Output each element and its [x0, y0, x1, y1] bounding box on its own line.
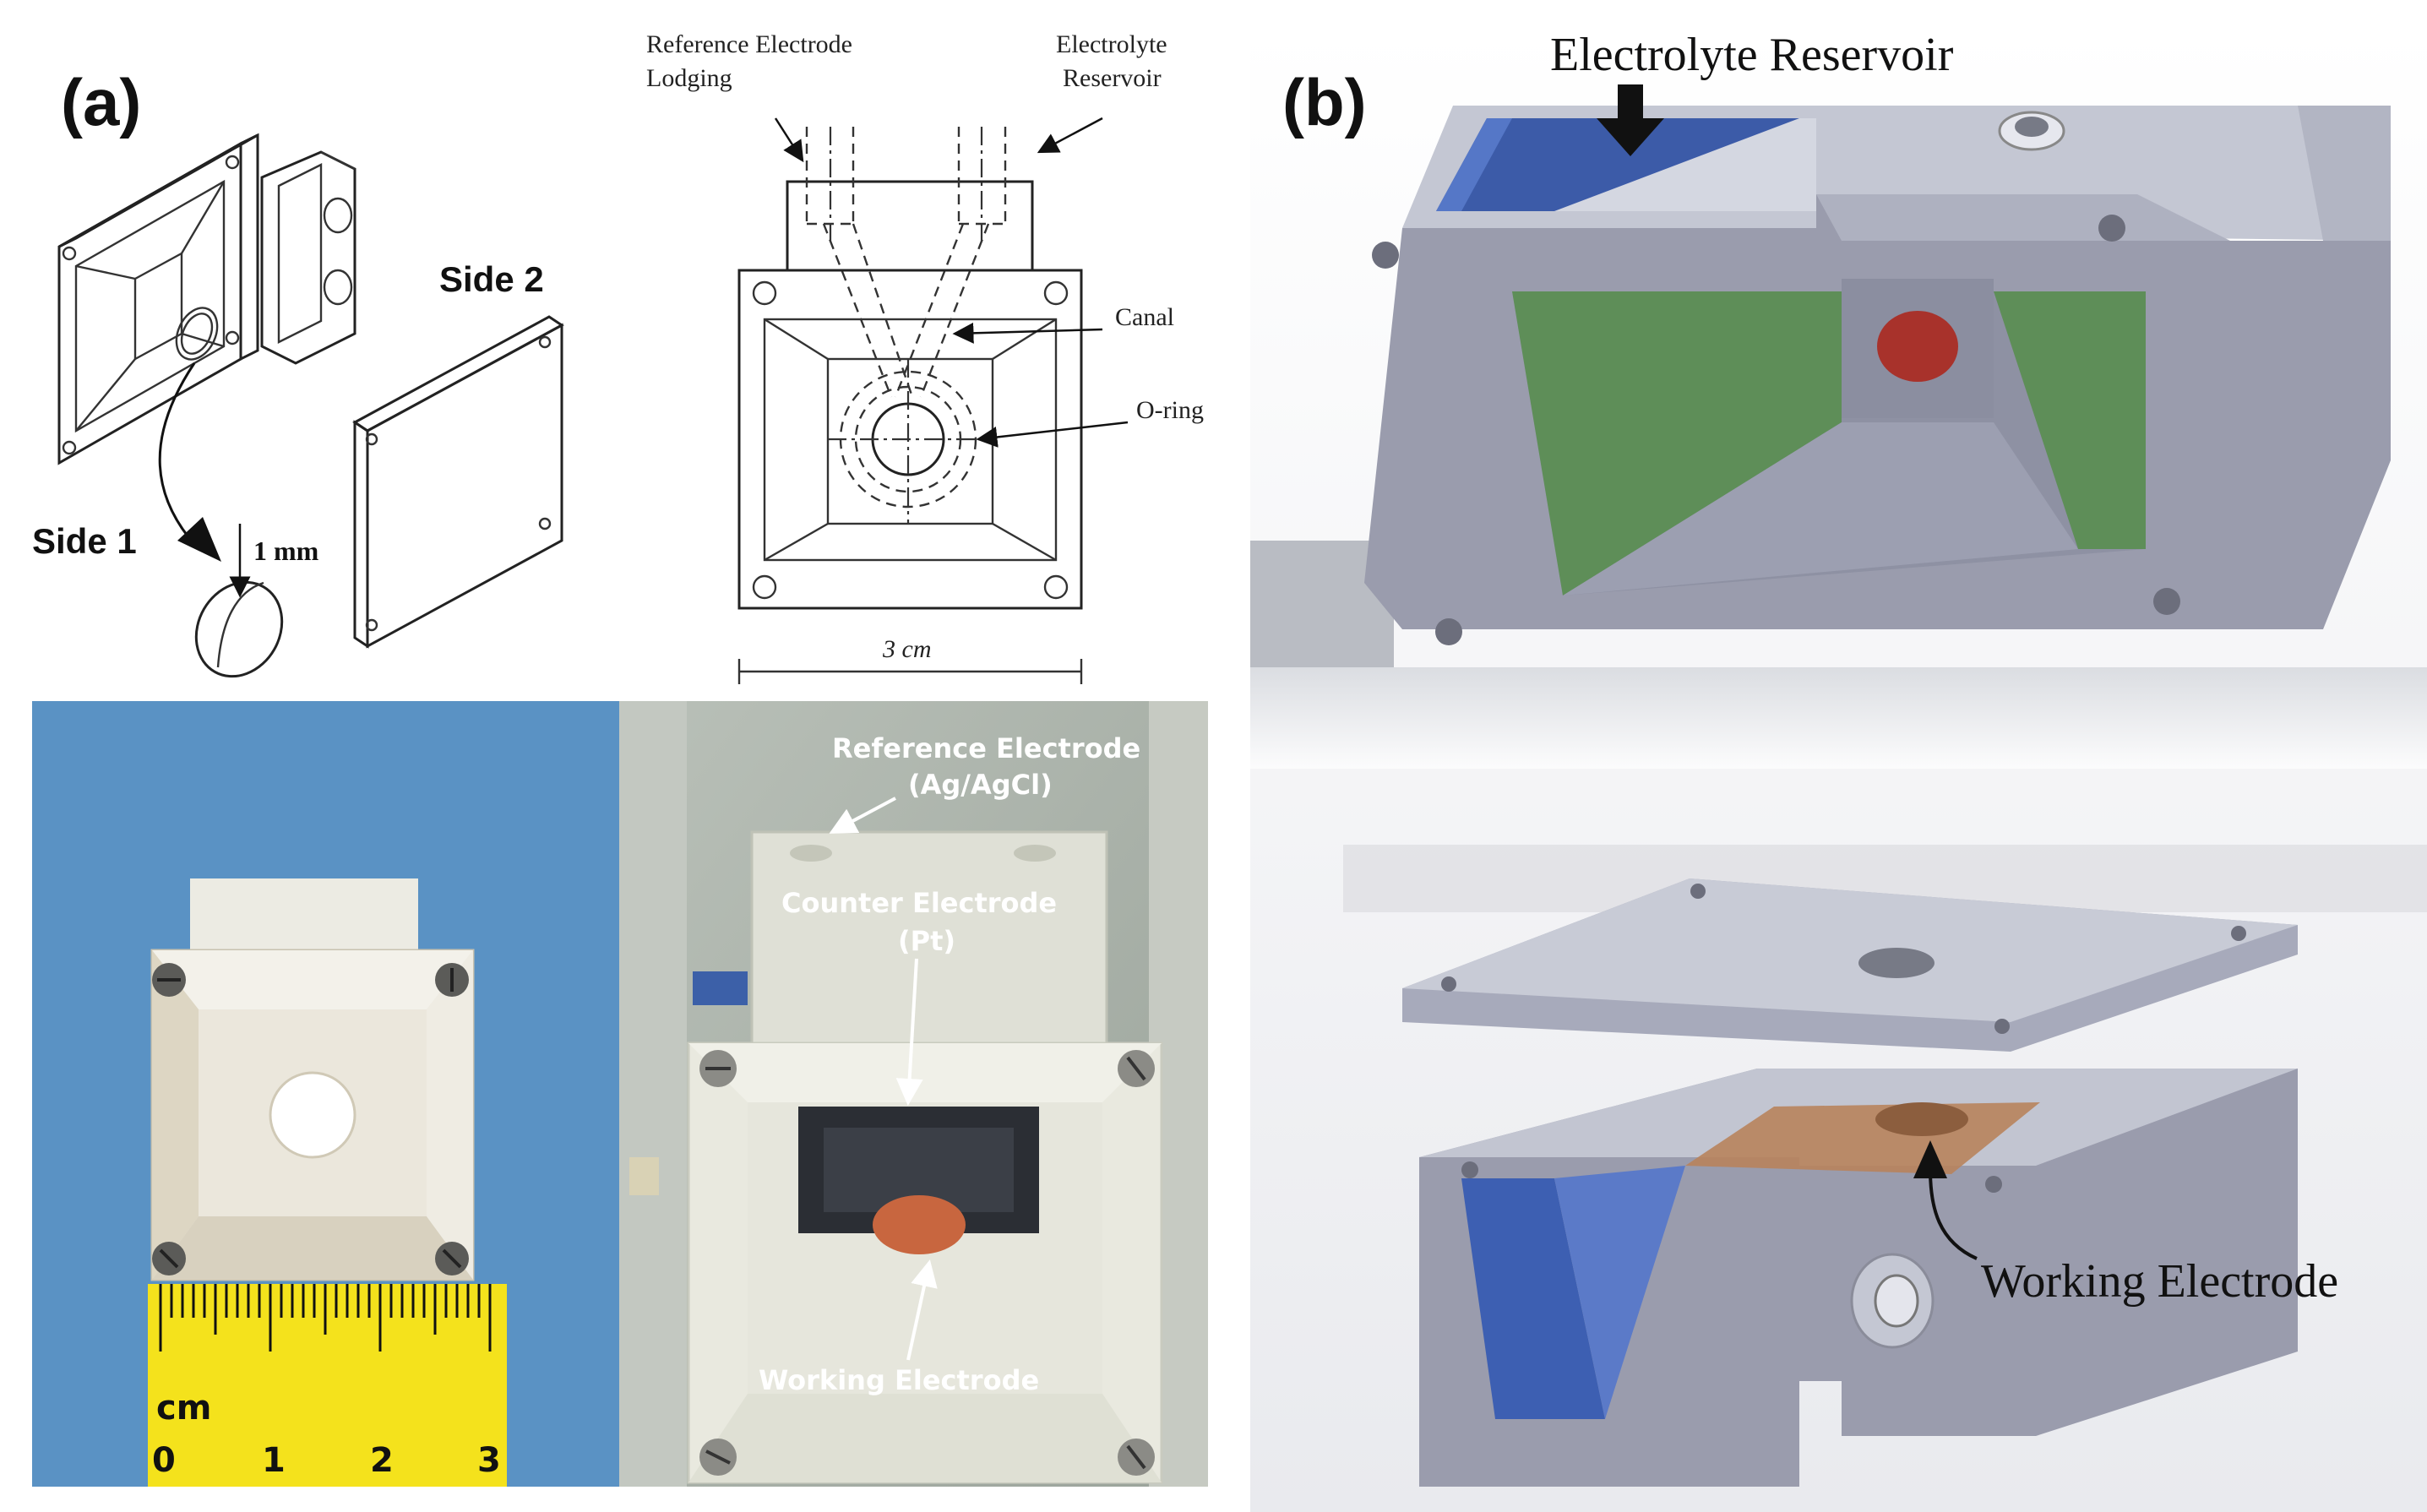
cad-bottom-render: Working Electrode — [1343, 845, 2427, 1487]
cell-photo: Reference Electrode (Ag/AgCl) Counter El… — [619, 701, 1208, 1487]
working-electrode-label: Working Electrode — [1981, 1255, 2338, 1308]
side-2-label: Side 2 — [439, 259, 544, 299]
counter-label-2: (Pt) — [898, 925, 955, 957]
ruler-tick-0: 0 — [152, 1441, 176, 1480]
ruler-photo: cm 0 1 2 3 — [32, 701, 619, 1487]
panel-b: (b) Electrolyte Reservoir — [1250, 29, 2427, 1512]
thickness-label: 1 mm — [253, 536, 319, 566]
iso-cell-drawing: Side 1 1 mm — [32, 133, 356, 678]
reservoir-label-1: Electrolyte — [1056, 30, 1167, 58]
ruler-tick-3: 3 — [477, 1441, 501, 1480]
ruler-unit: cm — [156, 1389, 211, 1428]
section-drawing: Reference Electrode Lodging Electrolyte … — [646, 30, 1204, 684]
side-1-label: Side 1 — [32, 521, 137, 561]
ruler-tick-2: 2 — [370, 1441, 394, 1480]
cad-top-render: Electrolyte Reservoir — [1364, 29, 2391, 645]
side-2-plate: Side 2 — [352, 259, 564, 649]
working-label: Working Electrode — [759, 1364, 1039, 1396]
o-ring-label: O-ring — [1136, 396, 1204, 424]
reference-label-2: (Ag/AgCl) — [908, 769, 1053, 801]
panel-b-letter: (b) — [1282, 65, 1367, 139]
width-label: 3 cm — [882, 635, 931, 663]
panel-a: (a) Side 1 — [32, 30, 1208, 1487]
ref-lodging-label-2: Lodging — [646, 64, 732, 92]
reservoir-label-2: Reservoir — [1063, 64, 1162, 92]
ruler-tick-1: 1 — [262, 1441, 286, 1480]
reference-label-1: Reference Electrode — [832, 732, 1140, 764]
electrolyte-reservoir-label: Electrolyte Reservoir — [1550, 29, 1954, 81]
ref-lodging-label-1: Reference Electrode — [646, 30, 852, 58]
counter-label-1: Counter Electrode — [781, 887, 1057, 919]
canal-label: Canal — [1115, 303, 1174, 331]
panel-a-letter: (a) — [61, 65, 141, 139]
